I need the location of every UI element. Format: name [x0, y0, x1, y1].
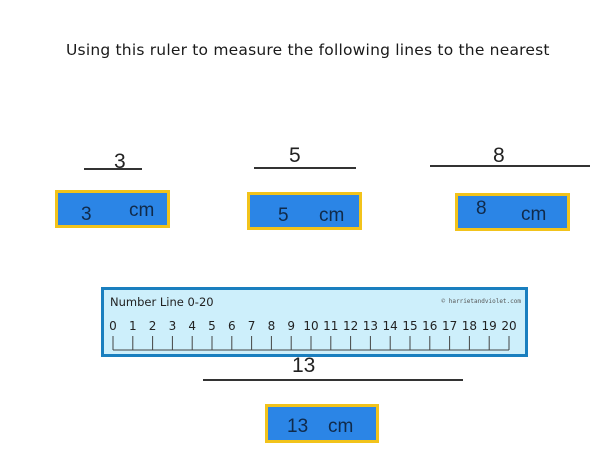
- ruler-tick-label: 14: [383, 319, 398, 333]
- instruction-text: Using this ruler to measure the followin…: [66, 41, 550, 59]
- ruler-tick-label: 3: [169, 319, 177, 333]
- answer-box[interactable]: 3 cm: [55, 190, 170, 228]
- answer-unit: cm: [319, 205, 345, 226]
- answer-value: 8: [476, 198, 487, 219]
- measure-line: [430, 165, 590, 167]
- answer-box[interactable]: 8 cm: [455, 193, 570, 231]
- answer-value: 5: [278, 205, 289, 226]
- ruler-title: Number Line 0-20: [110, 295, 214, 309]
- ruler-tick-label: 6: [228, 319, 236, 333]
- ruler-tick-label: 5: [208, 319, 216, 333]
- ruler-tick-label: 10: [303, 319, 318, 333]
- measure-line: [203, 379, 463, 381]
- answer-value: 3: [81, 204, 92, 225]
- answer-value: 13: [287, 416, 309, 437]
- ruler-tick-label: 19: [482, 319, 497, 333]
- answer-unit: cm: [129, 200, 155, 221]
- ruler-tick-label: 0: [109, 319, 117, 333]
- ruler-tick-label: 18: [462, 319, 477, 333]
- measure-line: [254, 167, 356, 169]
- line-length-label: 13: [292, 354, 316, 377]
- ruler-credit: © harrietandviolet.com: [441, 298, 521, 305]
- answer-unit: cm: [328, 416, 354, 437]
- line-length-label: 5: [289, 144, 301, 167]
- ruler-tick-label: 12: [343, 319, 358, 333]
- ruler-tick-label: 9: [287, 319, 295, 333]
- answer-box[interactable]: 5 cm: [247, 192, 362, 230]
- ruler-tick-label: 4: [188, 319, 196, 333]
- ruler-tick-label: 11: [323, 319, 338, 333]
- ruler-tick-label: 15: [402, 319, 417, 333]
- ruler-tick-label: 8: [268, 319, 276, 333]
- number-line-ruler: Number Line 0-20 © harrietandviolet.com …: [101, 287, 528, 357]
- ruler-tick-label: 17: [442, 319, 457, 333]
- measure-line: [84, 168, 142, 170]
- ruler-tick-label: 1: [129, 319, 137, 333]
- answer-unit: cm: [521, 204, 547, 225]
- line-length-label: 3: [114, 150, 126, 173]
- ruler-tick-label: 2: [149, 319, 157, 333]
- ruler-tick-label: 13: [363, 319, 378, 333]
- line-length-label: 8: [493, 144, 505, 167]
- ruler-tick-label: 7: [248, 319, 256, 333]
- answer-box[interactable]: 13 cm: [265, 404, 379, 443]
- ruler-tick-label: 20: [501, 319, 516, 333]
- ruler-tick-label: 16: [422, 319, 437, 333]
